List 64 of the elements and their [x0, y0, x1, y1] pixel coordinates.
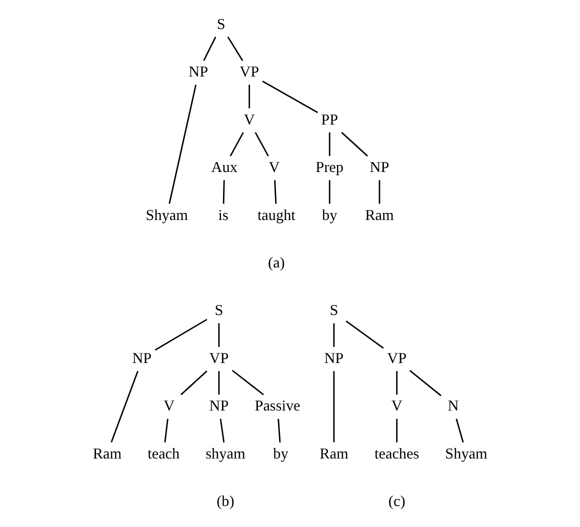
connector: [328, 180, 330, 204]
connector: [203, 36, 216, 61]
node-text: Shyam: [445, 445, 488, 462]
node-text: shyam: [206, 445, 246, 462]
connector: [333, 371, 335, 442]
node-text: V: [391, 398, 402, 415]
node-text: NP: [324, 350, 344, 367]
label: (c): [388, 493, 406, 510]
node-text: PP: [321, 111, 338, 128]
label: (b): [216, 493, 234, 510]
node-text: Shyam: [146, 206, 188, 224]
connector: [278, 418, 281, 442]
node-text: V: [164, 398, 175, 415]
node-text: Ram: [365, 206, 394, 224]
node-text: VP: [209, 350, 229, 367]
label: (a): [268, 254, 285, 272]
connector: [346, 320, 384, 349]
node-text: V: [268, 159, 280, 176]
connector: [164, 418, 168, 442]
connector: [220, 418, 225, 442]
connector: [262, 80, 318, 114]
connector: [110, 370, 138, 442]
node-text: S: [216, 16, 226, 33]
connector: [232, 370, 264, 396]
node-text: VP: [240, 64, 260, 81]
connector: [248, 84, 250, 108]
connector: [328, 132, 330, 156]
connector: [409, 370, 442, 396]
connector: [274, 180, 277, 204]
node-text: by: [322, 206, 338, 224]
node-text: VP: [387, 350, 407, 367]
connector: [154, 318, 208, 351]
node-text: NP: [209, 398, 229, 415]
node-text: S: [214, 302, 224, 320]
node-text: V: [244, 111, 255, 128]
node-text: by: [273, 445, 288, 462]
node-text: teach: [148, 445, 180, 462]
node-text: Ram: [320, 445, 348, 462]
node-text: N: [448, 398, 459, 415]
connector: [378, 180, 380, 204]
node-text: Ram: [92, 445, 122, 462]
node-text: Aux: [211, 159, 238, 176]
connector: [218, 371, 220, 395]
connector: [227, 36, 244, 61]
connector: [254, 132, 269, 156]
connector: [396, 418, 398, 442]
node-text: NP: [132, 350, 152, 367]
connector: [168, 84, 197, 204]
connector: [222, 180, 225, 204]
connector: [341, 132, 368, 157]
node-text: teaches: [374, 445, 420, 462]
connector: [333, 323, 335, 347]
node-text: taught: [257, 206, 296, 224]
connector: [230, 132, 244, 156]
connector: [396, 371, 398, 395]
node-text: is: [218, 206, 228, 224]
connector: [456, 418, 464, 443]
connector: [180, 370, 208, 396]
node-text: S: [330, 302, 338, 320]
node-text: Prep: [316, 159, 344, 176]
connector: [218, 323, 220, 347]
node-text: Passive: [254, 398, 300, 415]
node-text: NP: [370, 159, 390, 176]
node-text: NP: [188, 64, 208, 81]
